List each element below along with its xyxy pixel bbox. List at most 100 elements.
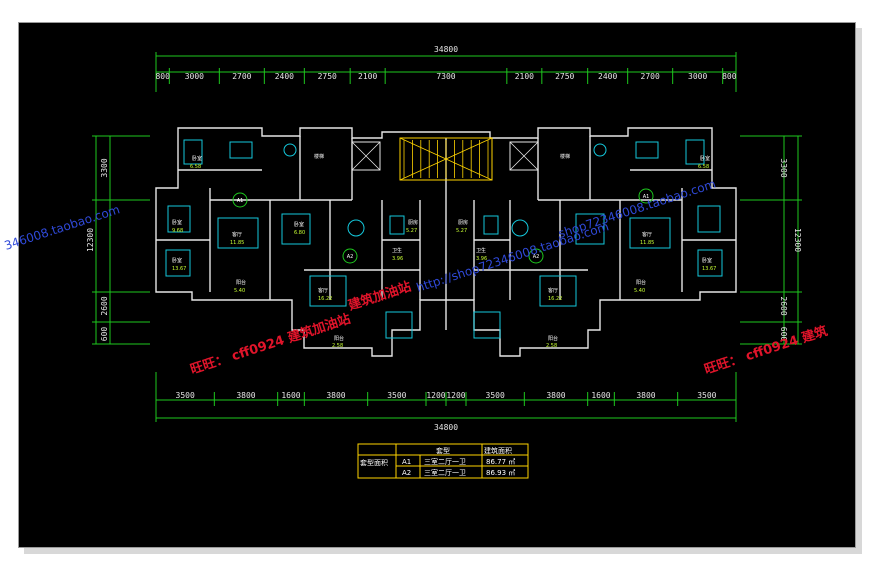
room-balcony-3: 阳台: [334, 335, 344, 342]
top-dimension-segment-label: 2100: [358, 72, 377, 81]
stair-core: [351, 137, 539, 181]
room-kitchen-1: 厨房: [408, 219, 418, 226]
room-bedroom-6: 卧室: [702, 257, 712, 264]
room-labels: 卧室 6.58 卧室 9.68 客厅 11.85 卧室 13.67 阳台 5.4…: [172, 153, 716, 349]
area-label-13: 5.40: [634, 288, 645, 294]
area-label-8: 3.96: [392, 256, 403, 262]
bottom-dimension-segment-label: 1600: [281, 391, 300, 400]
bottom-dimension-segment-label: 3800: [546, 391, 565, 400]
right-dimension-2: 2600: [779, 296, 788, 315]
room-bedroom-3: 卧室: [172, 257, 182, 264]
top-dimension-segment-label: 2700: [641, 72, 660, 81]
watermark-left-red: 旺旺： cff0924 建筑加油站: [188, 311, 352, 378]
area-label-4: 13.67: [172, 266, 186, 272]
area-label-12: 13.67: [702, 266, 716, 272]
area-label-18: 5.27: [456, 228, 467, 234]
bottom-total-dimension: 34800: [434, 423, 458, 432]
area-label-6: 16.22: [318, 296, 332, 302]
top-dimension-segment-label: 2100: [515, 72, 534, 81]
unit-tag-a1-left: A1: [237, 198, 244, 204]
right-dimension-3: 600: [779, 327, 788, 342]
left-total-dimension: 12300: [86, 228, 95, 252]
top-dimension-segment-label: 2750: [318, 72, 337, 81]
top-dimension-ticks: [155, 68, 737, 84]
table-row-1-desc: 三室二厅一卫: [424, 457, 466, 466]
top-total-dimension: 34800: [434, 45, 458, 54]
room-living-3: 客厅: [642, 231, 652, 238]
left-dimension-1: 3300: [100, 158, 109, 177]
top-dimension-segment-label: 2700: [232, 72, 251, 81]
room-balcony-4: 阳台: [548, 335, 558, 342]
left-dimension-3: 600: [100, 327, 109, 342]
furniture: [165, 139, 723, 339]
room-balcony-2: 阳台: [636, 279, 646, 286]
bottom-dimension-segment-label: 3800: [326, 391, 345, 400]
watermark-left-blue: 346008.taobao.com: [3, 202, 122, 253]
area-label-15: 2.58: [332, 343, 343, 349]
watermark-site: 建筑加油站: [346, 278, 413, 313]
room-stair-1: 楼梯: [314, 153, 324, 160]
right-dimension-1: 3300: [779, 158, 788, 177]
bottom-dimension-segment-label: 1200: [426, 391, 445, 400]
table-row-1-type: A1: [402, 458, 411, 466]
room-bath-1: 卫生: [392, 247, 402, 254]
bottom-dimension-ticks: [155, 392, 737, 406]
table-row-2-area: 86.93 ㎡: [486, 469, 515, 477]
area-table: [357, 443, 529, 479]
area-label-7: 6.80: [294, 230, 305, 236]
watermark-right-red: 旺旺： cff0924 建筑: [702, 323, 829, 378]
area-label-5: 5.40: [234, 288, 245, 294]
top-dimension-segment-label: 2400: [275, 72, 294, 81]
left-dimension-chain: [92, 135, 150, 345]
room-living-1: 客厅: [232, 231, 242, 238]
right-total-dimension: 12300: [793, 228, 802, 252]
area-label-9: 5.27: [406, 228, 417, 234]
bottom-dimension-segment-label: 3500: [176, 391, 195, 400]
area-label-16: 2.58: [546, 343, 557, 349]
room-living-4: 客厅: [548, 287, 558, 294]
top-dimension-segment-label: 2400: [598, 72, 617, 81]
room-bedroom-2: 卧室: [172, 219, 182, 226]
top-dimension-segment-label: 7300: [436, 72, 455, 81]
room-living-2: 客厅: [318, 287, 328, 294]
room-stair-2: 楼梯: [560, 153, 570, 160]
room-balcony-1: 阳台: [236, 279, 246, 286]
unit-tag-a2-left: A2: [347, 254, 354, 260]
table-row-1-area: 86.77 ㎡: [486, 458, 515, 466]
unit-tag-a1-right: A1: [643, 194, 650, 200]
unit-tag-a2-right: A2: [533, 254, 540, 260]
bottom-dimension-segment-label: 1200: [446, 391, 465, 400]
bottom-dimension-segment-label: 3800: [236, 391, 255, 400]
right-dimension-chain: [740, 135, 802, 345]
table-header-right: 建筑面积: [484, 446, 512, 455]
room-bath-2: 卫生: [476, 247, 486, 254]
top-dimension-segment-label: 800: [155, 72, 170, 81]
top-dimension-segment-label: 3000: [185, 72, 204, 81]
area-label-1: 6.58: [190, 164, 201, 170]
table-header-mid: 套型: [436, 446, 450, 455]
cad-drawing-canvas: [18, 22, 856, 548]
top-dimension-segment-label: 3000: [688, 72, 707, 81]
bottom-dimension-segment-label: 3500: [387, 391, 406, 400]
top-dimension-segment-label: 2750: [555, 72, 574, 81]
room-bedroom-5: 卧室: [700, 155, 710, 162]
area-label-14: 16.22: [548, 296, 562, 302]
watermark-right-blue: shop72346008.taobao.com: [557, 177, 718, 241]
table-row-2-desc: 三室二厅一卫: [424, 468, 466, 477]
bottom-dimension-segment-label: 3500: [486, 391, 505, 400]
area-label-3: 11.85: [230, 240, 244, 246]
room-kitchen-2: 厨房: [458, 219, 468, 226]
bottom-dimension-segment-label: 1600: [591, 391, 610, 400]
room-bedroom-1: 卧室: [192, 155, 202, 162]
area-label-2: 9.68: [172, 228, 183, 234]
left-dimension-2: 2600: [100, 296, 109, 315]
table-row-2-type: A2: [402, 469, 411, 477]
bottom-dimension-segment-label: 3800: [636, 391, 655, 400]
bottom-dimension-segment-label: 3500: [697, 391, 716, 400]
table-header-left: 套型面积: [360, 458, 388, 467]
area-label-10: 6.58: [698, 164, 709, 170]
unit-tags: A1 A2 A2 A1: [232, 188, 654, 264]
